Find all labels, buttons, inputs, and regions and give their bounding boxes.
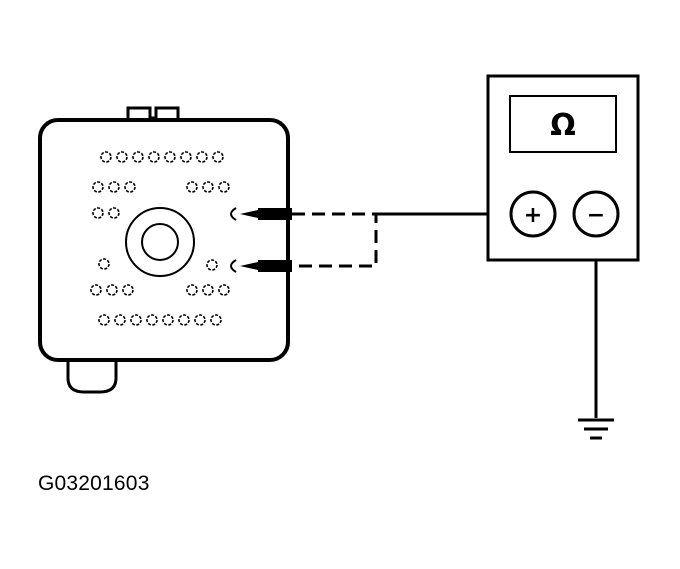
pin-cavity [116, 151, 128, 163]
probe-pin-upper [230, 207, 237, 221]
pin-cavity [202, 284, 214, 296]
probe-pin-lower [230, 259, 237, 273]
probe-body-upper [258, 208, 292, 220]
pin-cavity [218, 284, 230, 296]
pin-cavity [164, 151, 176, 163]
pin-cavity [178, 314, 190, 326]
pin-cavity [130, 314, 142, 326]
ground-icon [578, 418, 614, 440]
meter-positive-terminal [509, 190, 557, 238]
probe-body-lower [258, 260, 292, 272]
pin-cavity [210, 314, 222, 326]
pin-cavity [186, 181, 198, 193]
jumper-wire-dashed [292, 212, 378, 268]
pin-cavity [92, 181, 104, 193]
connector-latch [66, 358, 118, 394]
pin-cavity [132, 151, 144, 163]
meter-display-symbol: Ω [550, 108, 576, 143]
probe-cavities [230, 207, 237, 273]
pin-cavity [180, 151, 192, 163]
pin-cavity [90, 284, 102, 296]
pin-cavity [218, 181, 230, 193]
negative-terminal-label: − [587, 203, 605, 228]
pin-cavity [98, 314, 110, 326]
pin-cavity [122, 284, 134, 296]
pin-cavity [212, 151, 224, 163]
pin-cavity [146, 314, 158, 326]
pin-cavity [162, 314, 174, 326]
connector-housing [38, 118, 290, 362]
connector-center-ring-inner [141, 223, 179, 261]
figure-caption: G03201603 [38, 472, 150, 495]
pin-cavity [148, 151, 160, 163]
pin-cavity [114, 314, 126, 326]
pin-cavity [194, 314, 206, 326]
ohmmeter: Ω + − [486, 74, 640, 262]
positive-terminal-label: + [524, 203, 542, 228]
test-leads [240, 208, 378, 272]
pin-cavity [98, 258, 110, 270]
pin-cavity [100, 151, 112, 163]
pin-cavity [92, 207, 104, 219]
probe-tip-upper [240, 210, 258, 218]
meter-display [509, 95, 617, 153]
pin-cavity [106, 284, 118, 296]
pin-cavity [206, 259, 218, 271]
pin-cavity [186, 284, 198, 296]
meter-negative-terminal [572, 190, 620, 238]
pin-cavity [196, 151, 208, 163]
pin-cavity [202, 181, 214, 193]
connector [38, 106, 290, 394]
connector-pins [90, 151, 230, 326]
pin-cavity [108, 181, 120, 193]
pin-cavity [124, 181, 136, 193]
connector-center-ring-outer [125, 207, 195, 277]
pin-cavity [108, 207, 120, 219]
probe-tip-lower [240, 262, 258, 270]
